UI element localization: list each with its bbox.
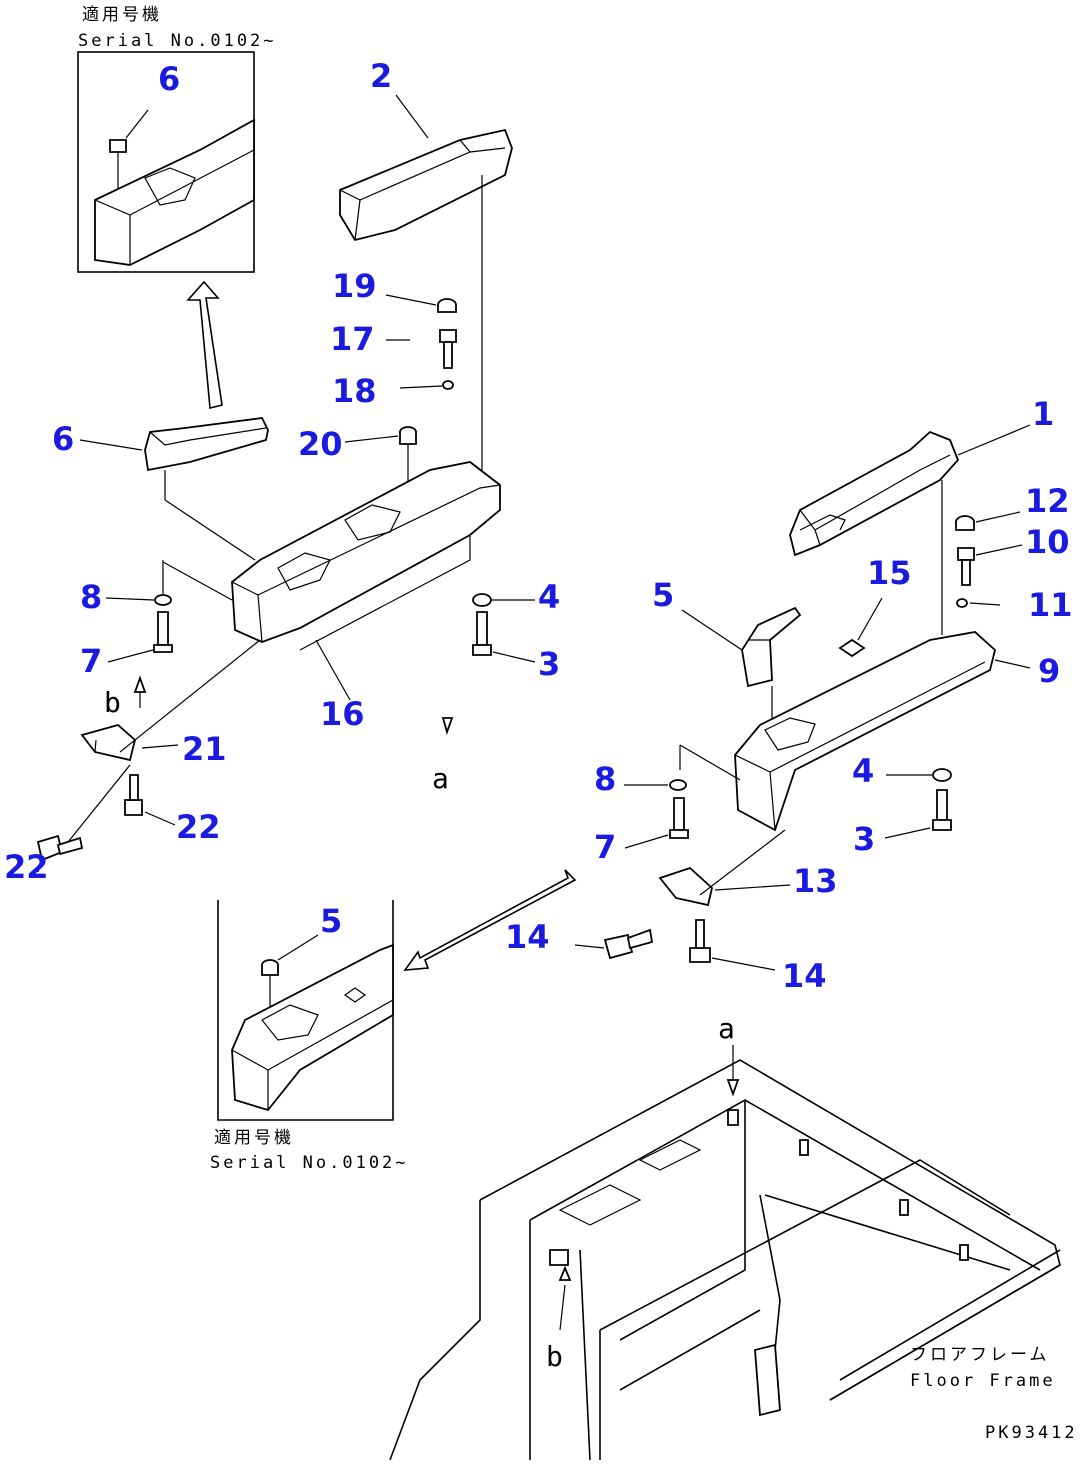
hardware-4-3-right (884, 768, 952, 839)
callout-22-left: 22 (4, 848, 49, 886)
callout-11: 11 (1028, 586, 1073, 624)
callout-13: 13 (793, 862, 838, 900)
part-22-bolts (36, 774, 176, 873)
callout-7-right: 7 (594, 828, 616, 866)
marker-b-frame: b (546, 1340, 563, 1373)
callout-14-right: 14 (782, 957, 827, 995)
arrow-down-left-large (403, 869, 577, 971)
arrow-up-large (186, 280, 223, 410)
hardware-8-7-left (105, 560, 233, 663)
serial-note-bottom-jp: 適用号機 (214, 1128, 294, 1148)
callout-3-left: 3 (538, 645, 560, 683)
hardware-4-3-left (472, 593, 536, 663)
inset-top-left: 適用号機 Serial No.0102~ (77, 5, 277, 273)
callout-14-left: 14 (505, 918, 550, 956)
floor-frame-label-en: Floor Frame (910, 1371, 1056, 1391)
callout-4-left: 4 (538, 578, 560, 616)
part-20-plug (344, 426, 417, 485)
callout-17: 17 (330, 320, 375, 358)
callout-10: 10 (1025, 523, 1070, 561)
part-2-armrest-cover (339, 94, 513, 242)
callout-19: 19 (332, 267, 377, 305)
part-16-armrest-base (231, 461, 501, 701)
marker-b-top: b (104, 686, 121, 719)
callout-6-inset: 6 (158, 60, 180, 98)
arrow-up-b (558, 1265, 572, 1281)
hardware-8-7-right (624, 779, 689, 849)
part-21-bracket (59, 639, 261, 853)
arrow-down-a (726, 1079, 740, 1097)
callout-9: 9 (1038, 652, 1060, 690)
callout-3-right: 3 (853, 820, 875, 858)
callout-5: 5 (652, 576, 674, 614)
callout-8-right: 8 (594, 760, 616, 798)
part-14-bolts (574, 919, 776, 971)
floor-frame-label-jp: フロアフレーム (910, 1345, 1050, 1365)
cap-part (109, 139, 127, 153)
part-6-pad (79, 417, 269, 561)
serial-note-bottom-en: Serial No.0102~ (210, 1153, 409, 1173)
arrow-up-small (133, 675, 147, 693)
part-15-clip (838, 597, 883, 658)
callout-7-left: 7 (80, 642, 102, 680)
arrow-down-marker (441, 717, 454, 735)
part-1-armrest-cover (789, 424, 1031, 635)
serial-note-top-en: Serial No.0102~ (78, 31, 277, 51)
callout-18: 18 (332, 372, 377, 410)
callout-2: 2 (370, 57, 392, 95)
callout-16: 16 (320, 695, 365, 733)
callout-1: 1 (1032, 395, 1054, 433)
callout-5-inset: 5 (320, 902, 342, 940)
callout-21: 21 (182, 730, 227, 768)
floor-frame: フロアフレーム Floor Frame (389, 1045, 1061, 1461)
part-13-bracket (658, 829, 791, 907)
callout-15: 15 (867, 554, 912, 592)
hardware-12-10-11 (955, 511, 1023, 608)
inset-bottom-left: 適用号機 Serial No.0102~ (210, 900, 409, 1173)
part-9-armrest-base (679, 631, 1031, 832)
callout-6: 6 (52, 420, 74, 458)
marker-a-mid: a (432, 762, 449, 795)
beam-inset-top (94, 118, 255, 266)
drawing-code: PK93412 (985, 1423, 1078, 1443)
callout-12: 12 (1025, 482, 1070, 520)
hardware-19-17-18 (385, 294, 457, 390)
callout-20: 20 (298, 425, 343, 463)
marker-a-frame: a (718, 1012, 735, 1045)
callout-22-right: 22 (176, 808, 221, 846)
serial-note-top-jp: 適用号機 (82, 5, 162, 25)
callout-4-right: 4 (852, 752, 874, 790)
callout-8-left: 8 (80, 578, 102, 616)
